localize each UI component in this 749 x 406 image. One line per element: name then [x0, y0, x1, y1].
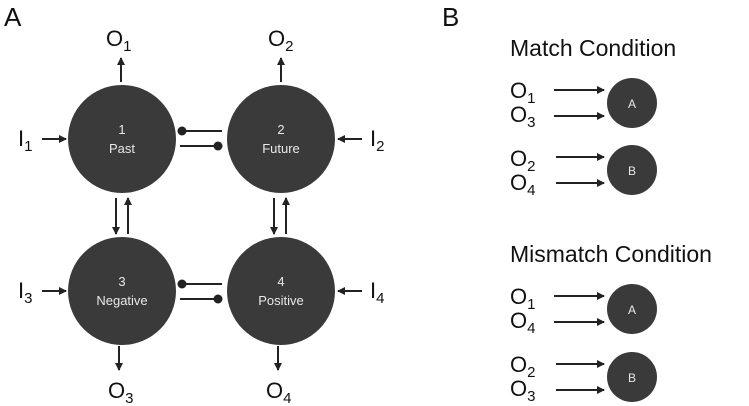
input-label-i1: I1 [18, 126, 32, 155]
inhibit-4-to-3-knob [177, 279, 187, 289]
input-label-i4: I4 [370, 278, 384, 307]
input-label-i3: I3 [18, 278, 32, 307]
match-b-row2-label: O4 [510, 170, 535, 199]
node-negative: 3 Negative [68, 237, 176, 345]
inhibit-2-to-1-knob [177, 126, 187, 136]
output-label-o3: O3 [108, 378, 133, 406]
match-target-b [607, 145, 657, 195]
mismatch-b-row1-label: O2 [510, 352, 535, 381]
node-past: 1 Past [68, 85, 176, 193]
node-label: Positive [258, 293, 304, 308]
node-label: Future [262, 141, 300, 156]
output-label-o4: O4 [266, 378, 291, 406]
input-label-i2: I2 [370, 126, 384, 155]
node-number: 4 [277, 274, 284, 289]
match-target-a-label: A [628, 97, 636, 111]
mismatch-a-row1-label: O1 [510, 284, 535, 313]
node-positive: 4 Positive [227, 237, 335, 345]
mismatch-a-row2-label: O4 [510, 308, 535, 337]
match-target-a [607, 78, 657, 128]
node-number: 3 [118, 274, 125, 289]
inhibit-3-to-4-knob [213, 294, 223, 304]
node-number: 2 [277, 122, 284, 137]
node-number: 1 [118, 122, 125, 137]
mismatch-target-b-label: B [628, 371, 636, 385]
output-label-o2: O2 [268, 26, 293, 55]
match-b-row1-label: O2 [510, 146, 535, 175]
panel-label-b: B [442, 2, 459, 32]
mismatch-target-b [607, 352, 657, 402]
inhibit-1-to-2-knob [213, 141, 223, 151]
mismatch-b-row2-label: O3 [510, 376, 535, 405]
mismatch-target-a-label: A [628, 303, 636, 317]
node-future: 2 Future [227, 85, 335, 193]
match-a-row2-label: O3 [510, 102, 535, 131]
mismatch-condition-title: Mismatch Condition [510, 241, 712, 267]
match-condition-title: Match Condition [510, 35, 676, 61]
node-label: Past [109, 141, 135, 156]
mismatch-target-a [607, 284, 657, 334]
node-label: Negative [96, 293, 147, 308]
panel-label-a: A [4, 2, 22, 32]
output-label-o1: O1 [106, 26, 131, 55]
match-target-b-label: B [628, 164, 636, 178]
match-a-row1-label: O1 [510, 78, 535, 107]
